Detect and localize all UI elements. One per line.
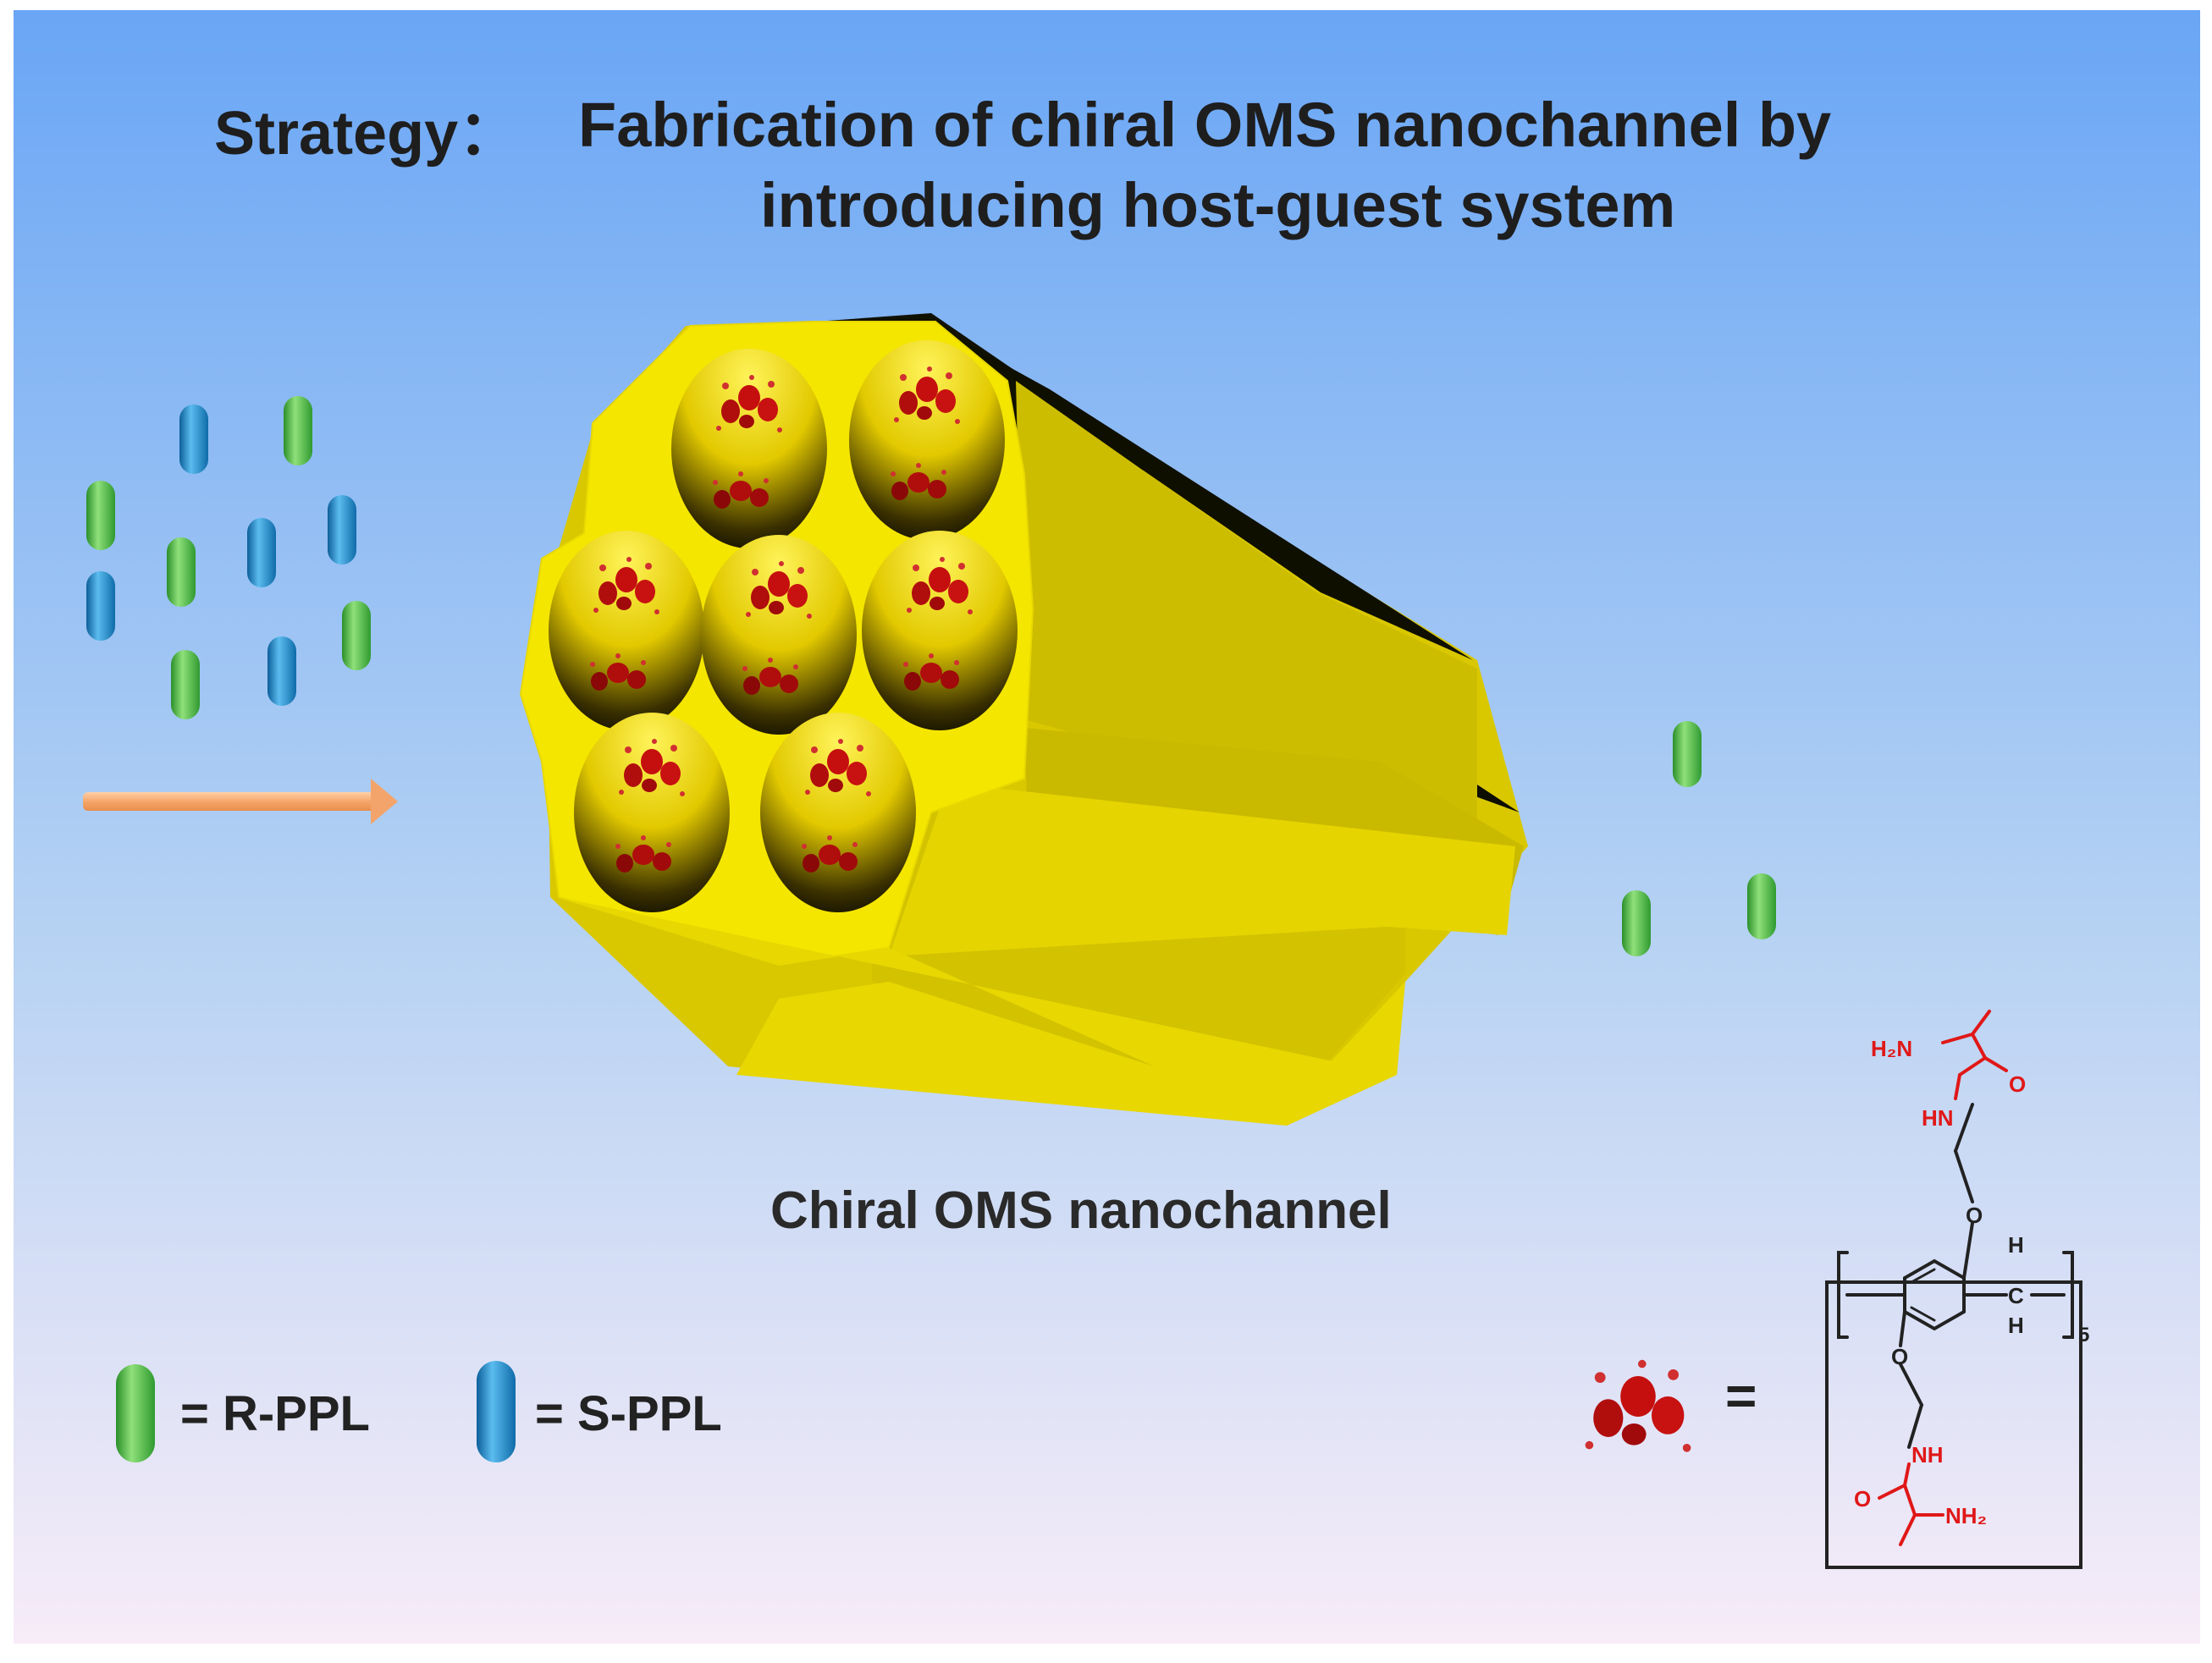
chem-h-top-label: H [2008,1232,2024,1258]
pillararene-structure: H₂N O HN O H C H 5 O NH O NH₂ [1825,1010,2089,1569]
released-r-ppl-capsule-2 [1622,890,1651,956]
s-ppl-capsule-7 [86,571,115,641]
s-ppl-capsule-1 [179,405,208,474]
chem-c-label: C [2008,1283,2024,1308]
repeat-bracket-left [1837,1251,1849,1339]
pore-2 [849,340,1005,540]
r-ppl-capsule-10 [171,650,200,719]
chem-nh-label: NH [1911,1442,1944,1468]
channel-fin-lower [889,783,1515,956]
r-ppl-capsule-8 [342,601,371,670]
chiral-oms-nanochannel [519,313,1528,1126]
pore-1 [671,349,827,548]
pore-3 [549,531,704,730]
released-r-ppl-capsule-3 [1747,873,1776,939]
chem-o-ether-bottom-label: O [1891,1344,1908,1369]
title-line-2: introducing host-guest system [760,170,1676,240]
chem-o-bottom-label: O [1854,1486,1871,1512]
legend-r-capsule [116,1364,155,1462]
chem-subscript-label: 5 [2078,1324,2089,1346]
pore-4 [701,535,857,735]
channel-face-upper [1016,381,1477,846]
s-ppl-capsule-5 [247,518,276,587]
guest-equals-sign: = [1725,1365,1757,1426]
chem-hn-label: HN [1922,1105,1954,1131]
chem-o-top-label: O [2009,1071,2026,1097]
title-line-1: Fabrication of chiral OMS nanochannel by [578,90,1832,160]
r-ppl-capsule-2 [284,396,312,465]
released-r-ppl-group [1622,721,1776,956]
r-ppl-capsule-3 [86,481,115,550]
pore-6 [574,713,730,912]
process-arrow [83,779,398,824]
released-r-ppl-capsule-1 [1673,721,1702,787]
ppl-mixture-group [86,396,371,719]
pores-group [549,340,1018,912]
legend-s-label: = S-PPL [535,1386,722,1441]
chem-o-ether-top-label: O [1966,1203,1983,1228]
legend-r-label: = R-PPL [180,1386,370,1441]
s-ppl-capsule-4 [328,495,356,564]
repeat-bracket-right [2062,1251,2074,1339]
structure-frame [1825,1280,2082,1569]
channel-caption: Chiral OMS nanochannel [770,1181,1392,1240]
channel-bottom-band [559,897,1405,1126]
s-ppl-capsule-9 [268,636,296,706]
chem-h-bottom-label: H [2008,1313,2024,1338]
chem-nh2-label: NH₂ [1945,1503,1987,1528]
legend-s-capsule [477,1361,516,1462]
channel-shadow-top-right [927,322,1473,660]
strategy-label: Strategy： [214,100,520,168]
r-ppl-capsule-6 [167,537,196,607]
chem-h2n-label: H₂N [1871,1036,1912,1061]
pore-5 [862,531,1018,730]
pore-7 [760,713,916,912]
